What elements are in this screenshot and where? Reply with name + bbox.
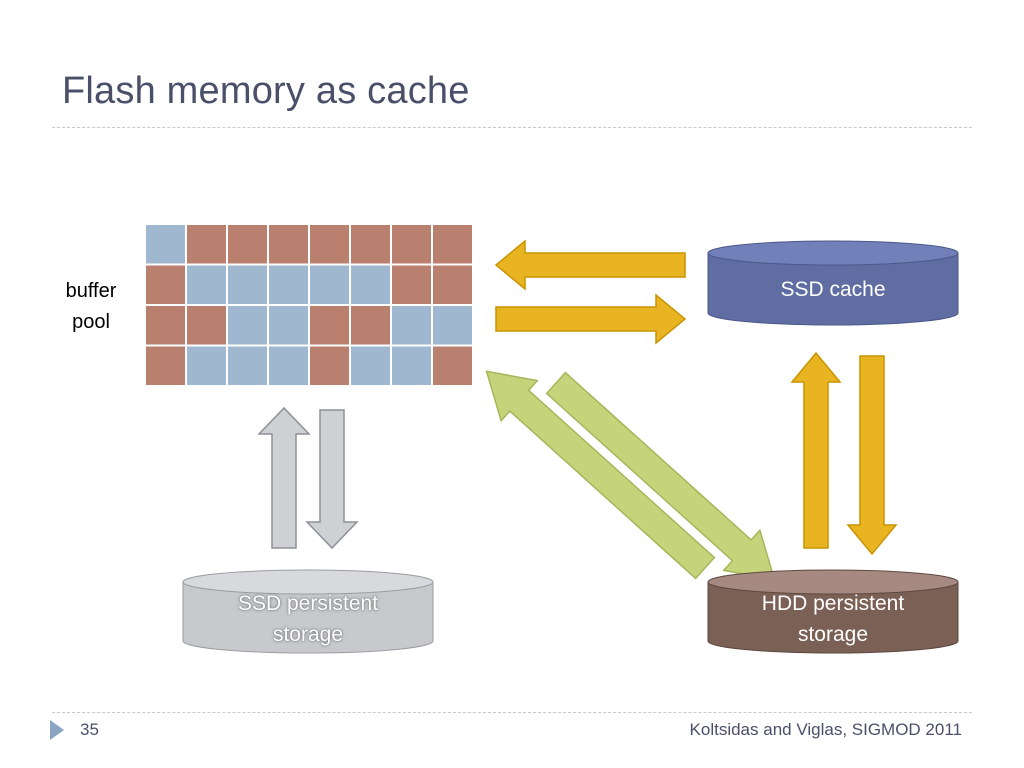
buffer-pool-label: buffer pool [50,276,132,338]
buffer-pool-cell [349,344,392,387]
buffer-pool-cell [349,223,392,266]
arrow-buffer-pool-to-ssd-cache [495,293,687,345]
ssd-persistent-cylinder [182,569,434,654]
triangle-bullet-icon [50,720,64,740]
buffer-pool-cell [226,304,269,347]
ssd-cache-label-line1: SSD cache [780,278,886,301]
buffer-pool-cell [226,223,269,266]
slide-credit: Koltsidas and Viglas, SIGMOD 2011 [689,720,962,739]
buffer-pool-cell [308,223,351,266]
buffer-pool-cell [349,304,392,347]
buffer-pool-cell [267,223,310,266]
buffer-pool-cell [431,344,474,387]
ssd-cache-label: SSD cache [708,274,958,305]
buffer-pool-grid [144,223,474,387]
hdd-persistent-label-line1: HDD persistent [761,592,905,615]
ssd-persistent-label: SSD persistent storage [183,588,433,650]
buffer-pool-cell [308,304,351,347]
buffer-pool-cell [431,304,474,347]
buffer-pool-cell [267,344,310,387]
arrow-ssd-cache-to-buffer-pool [494,239,686,291]
ssd-cache-cylinder [707,240,959,326]
buffer-pool-label-line2: pool [72,311,110,333]
footer-divider [52,712,972,713]
buffer-pool-cell [267,263,310,306]
buffer-pool-cell [308,263,351,306]
buffer-pool-cell [226,344,269,387]
arrow-hdd-to-buffer-pool [485,370,716,580]
hdd-persistent-label-line2: storage [797,623,869,646]
hdd-persistent-cylinder [707,569,959,654]
buffer-pool-cell [144,304,187,347]
buffer-pool-cell [144,223,187,266]
buffer-pool-cell [390,263,433,306]
buffer-pool-cell [390,223,433,266]
arrow-buffer-pool-to-hdd [545,371,776,581]
buffer-pool-cell [308,344,351,387]
page-number: 35 [80,720,99,739]
title-divider [52,127,972,128]
buffer-pool-cell [144,263,187,306]
buffer-pool-cell [185,304,228,347]
ssd-persistent-label-line1: SSD persistent [237,592,379,615]
arrow-buffer-pool-to-ssd-persistent [305,409,359,550]
hdd-persistent-label: HDD persistent storage [708,588,958,650]
buffer-pool-cell [431,263,474,306]
buffer-pool-cell [185,263,228,306]
buffer-pool-cell [185,344,228,387]
buffer-pool-cell [349,263,392,306]
buffer-pool-cell [390,304,433,347]
buffer-pool-cell [390,344,433,387]
arrow-ssd-persistent-to-buffer-pool [257,406,311,549]
buffer-pool-cell [431,223,474,266]
buffer-pool-label-line1: buffer [65,280,117,302]
buffer-pool-cell [185,223,228,266]
slide-title: Flash memory as cache [62,70,470,112]
buffer-pool-cell [144,344,187,387]
arrow-hdd-to-ssd-cache [790,351,842,549]
buffer-pool-cell [226,263,269,306]
ssd-persistent-label-line2: storage [272,623,344,646]
arrow-ssd-cache-to-hdd [846,355,898,556]
buffer-pool-cell [267,304,310,347]
